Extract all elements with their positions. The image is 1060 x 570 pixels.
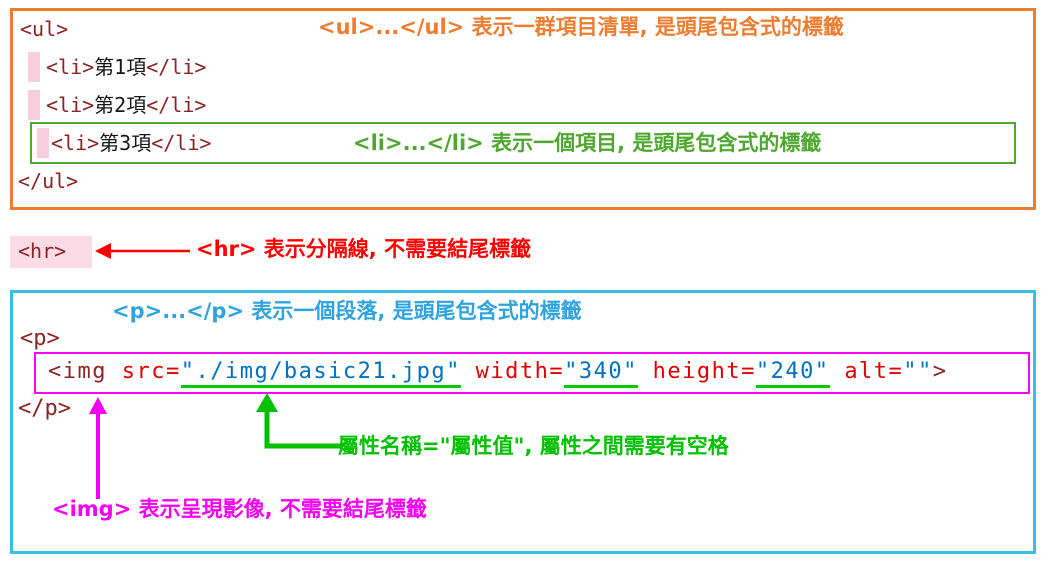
hr-annotation: <hr> 表示分隔線, 不需要結尾標籤: [196, 237, 532, 261]
li-text: 第3項: [99, 131, 152, 155]
li-text: 第2項: [94, 93, 147, 117]
ul-example-panel: <ul>...</ul> 表示一群項目清單, 是頭尾包含式的標籤 <ul> <l…: [10, 8, 1036, 210]
width-attr-value: "340": [564, 359, 638, 388]
img-open-tag: <img: [48, 359, 122, 384]
li-annotation: <li>...</li> 表示一個項目, 是頭尾包含式的標籤: [353, 131, 822, 155]
li-close-tag: </li>: [146, 93, 207, 117]
code-line-ul-close: </ul>: [18, 169, 79, 193]
li-highlight-box: [30, 122, 1016, 164]
alt-attr-name: alt=: [844, 359, 904, 384]
code-line-hr: <hr>: [10, 236, 93, 268]
indent-marker: [37, 128, 49, 158]
li-text: 第1項: [94, 55, 147, 79]
code-line-p-open: <p>: [20, 326, 60, 351]
space: [830, 359, 845, 384]
code-line-p-close: </p>: [18, 396, 71, 421]
code-line-li-2: <li>第2項</li>: [46, 92, 206, 118]
li-open-tag: <li>: [51, 131, 100, 155]
height-attr-name: height=: [652, 359, 756, 384]
code-line-ul-open: <ul>: [20, 17, 69, 41]
attr-arrow-up-icon: [256, 393, 343, 449]
img-close-bracket: >: [932, 359, 948, 384]
src-attr-value: "./img/basic21.jpg": [180, 359, 461, 388]
src-attr-name: src=: [121, 359, 181, 384]
img-annotation: <img> 表示呈現影像, 不需要結尾標籤: [52, 497, 427, 521]
p-annotation: <p>...</p> 表示一個段落, 是頭尾包含式的標籤: [112, 299, 582, 323]
li-close-tag: </li>: [151, 131, 212, 155]
p-example-panel: <p>...</p> 表示一個段落, 是頭尾包含式的標籤 <p> <img sr…: [10, 290, 1036, 554]
alt-attr-value: "": [903, 359, 933, 384]
width-attr-name: width=: [475, 359, 565, 384]
img-arrow-up-icon: [89, 397, 107, 499]
li-open-tag: <li>: [46, 93, 95, 117]
indent-marker: [28, 90, 40, 120]
code-line-img: <img src="./img/basic21.jpg" width="340"…: [48, 359, 948, 388]
indent-marker: [28, 52, 40, 82]
attr-annotation: 屬性名稱="屬性值", 屬性之間需要有空格: [338, 434, 729, 458]
ul-annotation: <ul>...</ul> 表示一群項目清單, 是頭尾包含式的標籤: [318, 15, 844, 39]
space: [638, 359, 653, 384]
space: [461, 359, 476, 384]
li-open-tag: <li>: [46, 55, 95, 79]
height-attr-value: "240": [755, 359, 830, 388]
img-highlight-box: [34, 352, 1030, 394]
hr-arrow-left-icon: [95, 243, 190, 259]
li-close-tag: </li>: [146, 55, 207, 79]
code-line-li-3: <li>第3項</li>: [51, 130, 211, 156]
code-line-li-1: <li>第1項</li>: [46, 54, 206, 80]
